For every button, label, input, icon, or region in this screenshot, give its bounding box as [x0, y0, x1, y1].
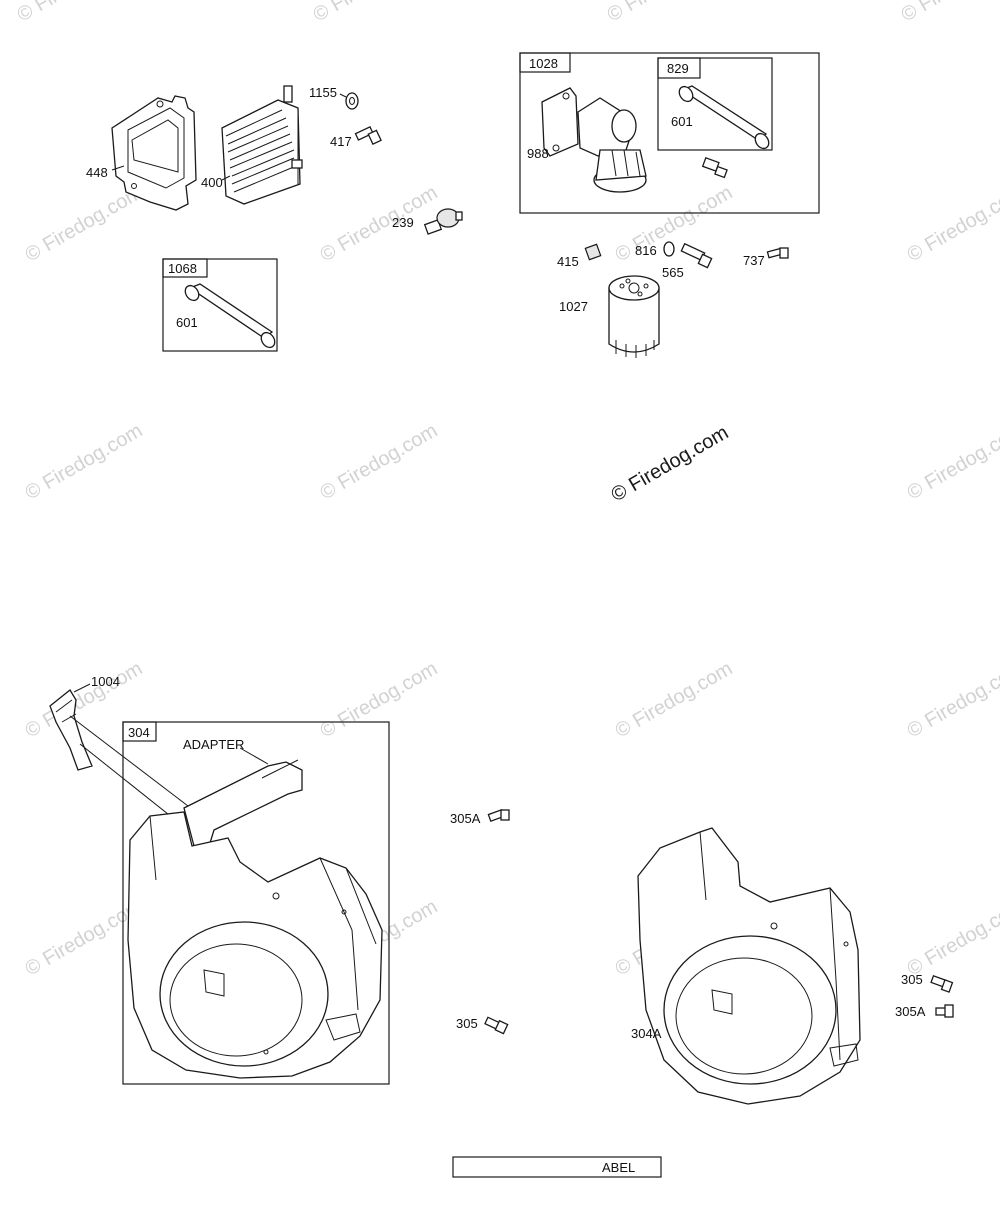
fitting-icon	[703, 158, 727, 178]
watermark: © Firedog.com	[612, 658, 737, 743]
watermark: © Firedog.com	[22, 182, 147, 267]
air-duct	[50, 690, 188, 830]
callout-417: 417	[330, 134, 352, 149]
callout-1155: 1155	[309, 85, 337, 100]
callout-304: 304	[128, 725, 150, 740]
watermark: © Firedog.com	[604, 0, 729, 26]
callout-1068: 1068	[168, 261, 197, 276]
callout-565: 565	[662, 265, 684, 280]
drain-valve-icon	[681, 244, 711, 268]
watermark: © Firedog.com	[22, 420, 147, 505]
screw-icon	[767, 248, 788, 258]
screw-icon	[488, 810, 509, 821]
callout-400: 400	[201, 175, 223, 190]
watermark: © Firedog.com	[317, 658, 442, 743]
oil-filter-adapter-box-1028: 1028 988 829 601	[520, 53, 819, 213]
callout-737: 737	[743, 253, 765, 268]
oil-cooler	[222, 86, 302, 204]
watermark: © Firedog.com	[904, 896, 1000, 981]
callout-304A: 304A	[631, 1026, 662, 1041]
screw-icon	[355, 127, 381, 144]
filter-adapter-icon	[578, 98, 646, 192]
watermark: © Firedog.com	[612, 182, 737, 267]
callout-816: 816	[635, 243, 657, 258]
screw-icon	[936, 1005, 953, 1017]
callout-305: 305	[456, 1016, 478, 1031]
callout-415: 415	[557, 254, 579, 269]
callout-305A: 305A	[895, 1004, 926, 1019]
callout-988: 988	[527, 146, 549, 161]
oil-filter-icon	[609, 276, 659, 358]
watermark: © Firedog.com	[898, 0, 1000, 26]
callout-1027: 1027	[559, 299, 588, 314]
screw-icon	[931, 976, 952, 992]
watermark: © Firedog.com	[904, 420, 1000, 505]
callout-601: 601	[671, 114, 693, 129]
callout-829: 829	[667, 61, 689, 76]
callout-601: 601	[176, 315, 198, 330]
watermark: © Firedog.com	[904, 182, 1000, 267]
washer-icon	[664, 242, 674, 256]
callout-305: 305	[901, 972, 923, 987]
pressure-switch	[425, 209, 462, 234]
blower-housing-304A-group: 305A 305 304A 305 305A	[450, 810, 953, 1104]
footer-label-box: ABEL	[453, 1157, 661, 1177]
watermark-center: © Firedog.com	[608, 422, 733, 507]
plug-icon	[585, 244, 600, 259]
adapter-bracket	[184, 762, 302, 856]
watermark: © Firedog.com	[904, 658, 1000, 743]
hose-kit-box-1068: 1068 601	[163, 259, 278, 351]
callout-1028: 1028	[529, 56, 558, 71]
watermark: © Firedog.com	[317, 420, 442, 505]
callout-1004: 1004	[91, 674, 120, 689]
watermark: © Firedog.com	[317, 182, 442, 267]
callout-239: 239	[392, 215, 414, 230]
watermark: © Firedog.com	[310, 0, 435, 26]
blower-housing-icon	[128, 812, 382, 1078]
callout-305A: 305A	[450, 811, 481, 826]
callout-448: 448	[86, 165, 108, 180]
watermark: © Firedog.com	[14, 0, 139, 26]
footer-label: ABEL	[602, 1160, 635, 1175]
screw-icon	[485, 1017, 508, 1033]
adapter-label: ADAPTER	[183, 737, 244, 752]
blower-housing-icon	[638, 828, 860, 1104]
washer-icon	[346, 93, 358, 109]
filter-small-parts: 415 816 565 737 1027	[557, 242, 788, 358]
